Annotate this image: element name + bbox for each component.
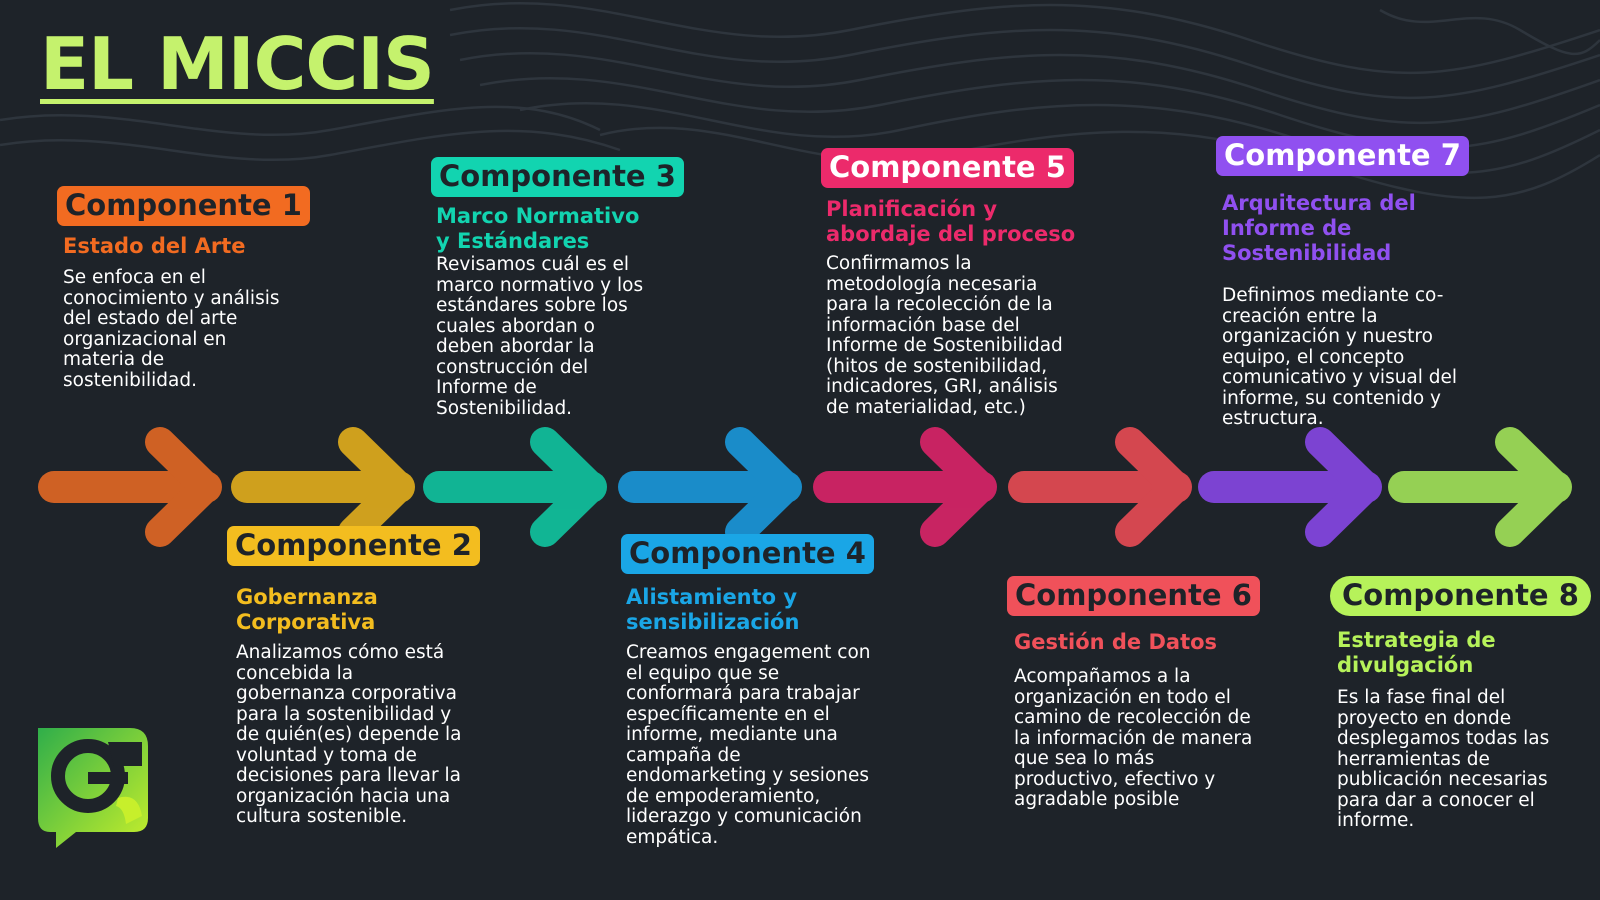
component-2-subtitle: Gobernanza Corporativa (236, 585, 378, 634)
component-8-description: Es la fase final del proyecto en donde d… (1337, 687, 1550, 831)
component-3-badge: Componente 3 (431, 157, 684, 197)
component-4-subtitle: Alistamiento y sensibilización (626, 585, 800, 634)
arrow-3 (423, 427, 607, 547)
arrow-4 (618, 427, 802, 547)
component-5-description: Confirmamos la metodología necesaria par… (826, 253, 1063, 418)
page-title: EL MICCIS (40, 22, 435, 106)
component-4-description: Creamos engagement con el equipo que se … (626, 642, 871, 848)
component-1-description: Se enfoca en el conocimiento y análisis … (63, 267, 280, 391)
arrow-6 (1008, 427, 1192, 547)
component-5-badge: Componente 5 (821, 148, 1074, 188)
component-1-badge: Componente 1 (57, 186, 310, 226)
component-7-description: Definimos mediante co-creación entre la … (1222, 285, 1458, 429)
component-7-subtitle: Arquitectura del Informe de Sostenibilid… (1222, 191, 1416, 265)
arrow-5 (813, 427, 997, 547)
component-3-description: Revisamos cuál es el marco normativo y l… (436, 254, 644, 419)
component-8-subtitle: Estrategia de divulgación (1337, 628, 1496, 677)
component-6-description: Acompañamos a la organización en todo el… (1014, 666, 1253, 810)
component-6-badge: Componente 6 (1007, 576, 1260, 616)
component-7-badge: Componente 7 (1216, 136, 1469, 176)
component-2-badge: Componente 2 (227, 526, 480, 566)
arrow-8 (1388, 427, 1572, 547)
component-5-subtitle: Planificación y abordaje del proceso (826, 197, 1076, 246)
component-3-subtitle: Marco Normativo y Estándares (436, 204, 640, 253)
component-2-description: Analizamos cómo está concebida la gobern… (236, 642, 462, 827)
arrow-1 (38, 427, 222, 547)
arrow-7 (1198, 427, 1382, 547)
component-4-badge: Componente 4 (621, 534, 874, 574)
speech-bubble-g-logo-icon (38, 728, 148, 848)
component-8-badge: Componente 8 (1330, 576, 1591, 616)
component-6-subtitle: Gestión de Datos (1014, 630, 1218, 654)
arrow-2 (231, 427, 415, 547)
component-1-subtitle: Estado del Arte (63, 234, 246, 258)
